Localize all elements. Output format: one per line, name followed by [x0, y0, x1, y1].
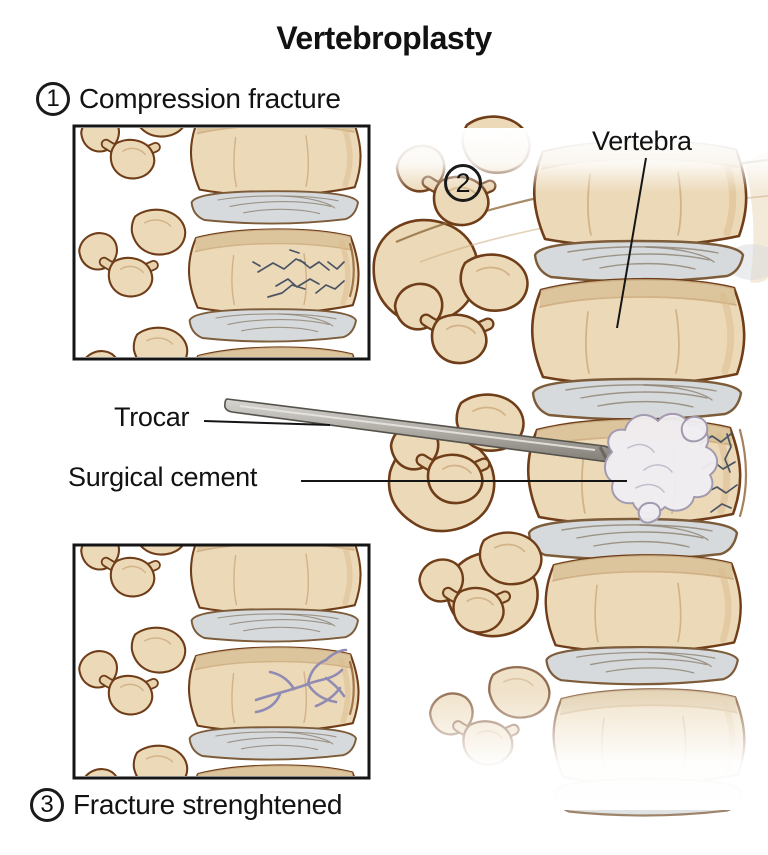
step-1-text: Compression fracture — [79, 83, 341, 114]
trocar-leader-line — [203, 420, 331, 426]
main-spine-illustration — [223, 117, 768, 816]
vertebra-leader-line — [616, 157, 647, 329]
page-title: Vertebroplasty — [276, 20, 492, 56]
vertebra-callout: Vertebra — [592, 126, 692, 156]
fracture-cracks-inset1 — [252, 242, 355, 298]
inset-2-border — [72, 543, 371, 780]
cement-blob — [604, 412, 718, 524]
cement-filled-cracks-inset2 — [254, 648, 355, 716]
inset-1-illustration — [79, 92, 360, 460]
surgical-cement-callout: Surgical cement — [68, 462, 258, 492]
step-1-label: 1 Compression fracture — [36, 82, 341, 116]
inset-2-illustration — [79, 510, 360, 855]
step-3-label: 3 Fracture strenghtened — [30, 788, 343, 822]
step-2-number: 2 — [455, 167, 471, 198]
step-2-number-icon: 2 — [444, 164, 482, 202]
inset-1-border — [72, 124, 371, 361]
step-1-number-icon: 1 — [36, 82, 70, 116]
fractured-vertebra-inset1 — [79, 210, 358, 342]
trocar-callout: Trocar — [114, 402, 190, 432]
step-3-text: Fracture strenghtened — [73, 789, 343, 820]
step-3-number-icon: 3 — [30, 788, 64, 822]
